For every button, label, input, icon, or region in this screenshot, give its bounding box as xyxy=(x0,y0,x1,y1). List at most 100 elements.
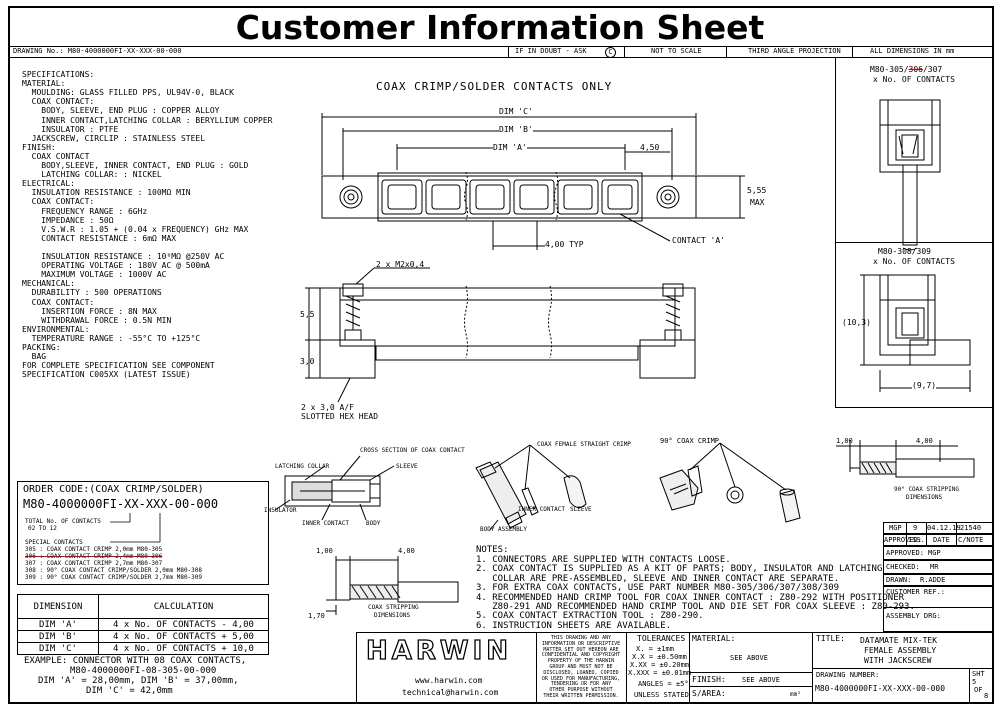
rev-divider xyxy=(926,522,927,546)
rev-header-date: DATE xyxy=(933,536,950,544)
spec-line: COAX CONTACT xyxy=(22,151,90,161)
dim-table-cell: DIM 'B' xyxy=(17,630,99,643)
spec-line: FREQUENCY RANGE : 6GHz xyxy=(22,206,148,216)
inner-contact-label-2: INNER CONTACT xyxy=(518,506,565,513)
body-assembly-label: BODY ASSEMBLY xyxy=(480,526,527,533)
insulator-label: INSULATOR xyxy=(264,507,297,514)
header-divider xyxy=(852,46,853,57)
title-line-3: WITH JACKSCREW xyxy=(864,656,932,665)
order-c307: 307 : COAX CONTACT CRIMP 2,7mm M80-307 xyxy=(25,560,163,567)
detail1-title: M80-305/306/307 xyxy=(870,65,943,74)
title-divider xyxy=(689,672,812,673)
projection: THIRD ANGLE PROJECTION xyxy=(748,47,841,55)
tol-unless: UNLESS STATED xyxy=(634,691,689,699)
detail1-subtitle: x No. OF CONTACTS xyxy=(873,75,955,84)
spec-line: OPERATING VOLTAGE : 180V AC @ 500mA xyxy=(22,261,210,271)
title-divider xyxy=(689,686,812,687)
rev-by: MGP xyxy=(889,524,902,532)
tol-xx: X.X = ±0.50mm xyxy=(632,653,687,661)
example-line-3: DIM 'A' = 28,00mm, DIM 'B' = 37,00mm, xyxy=(38,676,239,686)
spec-line: COAX CONTACT: xyxy=(22,297,95,307)
spec-line: BODY, SLEEVE, END PLUG : COPPER ALLOY xyxy=(22,106,220,116)
rev-header-cnote: C/NOTE xyxy=(958,536,984,544)
area-unit: mm² xyxy=(790,691,801,698)
drawn-value: R.ADDE xyxy=(920,576,946,584)
rev-divider xyxy=(906,522,907,546)
sleeve-label: SLEEVE xyxy=(396,463,418,470)
latching-collar-label: LATCHING COLLAR xyxy=(275,463,330,470)
strip-400: 4,00 xyxy=(398,547,415,555)
example-line-1: EXAMPLE: CONNECTOR WITH 08 COAX CONTACTS… xyxy=(24,656,247,666)
disclaimer-line: THIS DRAWING AND ANY xyxy=(550,635,612,641)
spec-line: ELECTRICAL: xyxy=(22,179,75,189)
dimension-table: DIMENSION CALCULATION DIM 'A'4 x No. OF … xyxy=(17,594,269,655)
drawing-number-header: DRAWING No.: M80-4000000FI-XX-XXX-00-000 xyxy=(13,47,182,55)
rev-approved-row xyxy=(883,546,993,560)
rev-row-header xyxy=(883,534,993,546)
contact-a-label: CONTACT 'A' xyxy=(672,236,725,245)
dim-97: (9,7) xyxy=(912,381,937,390)
dim-table-header-dimension: DIMENSION xyxy=(17,594,99,619)
dim-555-max: MAX xyxy=(750,198,765,207)
order-c309: 309 : 90° COAX CONTACT CRIMP/SOLDER 2,7m… xyxy=(25,574,203,581)
dim-c-label: DIM 'C' xyxy=(499,107,533,116)
note-line: 1. CONNECTORS ARE SUPPLIED WITH CONTACTS… xyxy=(476,555,731,565)
email: technical@harwin.com xyxy=(402,688,499,697)
title-line-2: FEMALE ASSEMBLY xyxy=(864,646,937,655)
title-line-1: DATAMATE MIX-TEK xyxy=(860,636,938,645)
disclaimer-line: THEIR WRITTEN PERMISSION. xyxy=(543,693,619,699)
spec-line: JACKSCREW, CIRCLIP : STAINLESS STEEL xyxy=(22,133,206,143)
note-line: 6. INSTRUCTION SHEETS ARE AVAILABLE. xyxy=(476,620,672,631)
disclaimer-line: CONFIDENTIAL AND COPYRIGHT xyxy=(541,652,621,659)
inner-contact-label: INNER CONTACT xyxy=(302,520,349,527)
example-line-2: M80-4000000FI-08-305-00-000 xyxy=(70,666,217,676)
dim-b-label: DIM 'B' xyxy=(499,125,533,134)
strip90-400: 4,00 xyxy=(916,437,933,445)
tol-xxxx: X.XXX = ±0.01mm xyxy=(628,669,692,677)
drawing-number-label: DRAWING NUMBER: xyxy=(816,671,880,679)
note-line: COLLAR ARE PRE-ASSEMBLED, SLEEVE AND INN… xyxy=(476,573,840,584)
area-label: S/AREA: xyxy=(692,689,726,698)
m2-label: 2 x M2x0,4 xyxy=(376,260,425,269)
checked-label: CHECKED: xyxy=(886,563,920,571)
spec-line: FOR COMPLETE SPECIFICATION SEE COMPONENT xyxy=(22,361,215,371)
copyright-icon: C xyxy=(605,47,616,58)
detail2-title: M80-308/309 xyxy=(878,247,931,256)
header-divider xyxy=(726,46,727,57)
spec-line: INSULATION RESISTANCE : 10⁶MΩ @250V AC xyxy=(22,252,225,261)
struck-part-number: 306 xyxy=(908,65,923,74)
spec-line: MAXIMUM VOLTAGE : 1000V AC xyxy=(22,270,167,280)
spec-line: DURABILITY : 500 OPERATIONS xyxy=(22,288,162,298)
finish-label: FINISH: xyxy=(692,675,726,684)
sleeve-label-2: SLEEVE xyxy=(570,506,592,513)
dim-table-cell: 4 x No. OF CONTACTS + 5,00 xyxy=(98,630,269,643)
coax-female-label: COAX FEMALE STRAIGHT CRIMP xyxy=(537,441,631,448)
spec-line: COAX CONTACT: xyxy=(22,97,95,107)
rev-header-iss: ISS. xyxy=(908,536,925,544)
spec-line: IMPEDANCE : 50Ω xyxy=(22,215,114,225)
spec-line: FINISH: xyxy=(22,142,56,152)
cross-section-label: CROSS SECTION OF COAX CONTACT xyxy=(360,447,465,454)
example-line-4: DIM 'C' = 42,0mm xyxy=(86,686,173,696)
hex-label-2: SLOTTED HEX HEAD xyxy=(301,412,379,421)
note-line: 3. FOR EXTRA COAX CONTACTS, USE PART NUM… xyxy=(476,583,840,594)
spec-line: MECHANICAL: xyxy=(22,279,75,289)
header-divider xyxy=(508,46,509,57)
dim-55: 5,5 xyxy=(300,310,315,319)
dim-a-label: DIM 'A' xyxy=(493,143,527,152)
detail2-subtitle: x No. OF CONTACTS xyxy=(873,257,955,266)
spec-line: INSULATOR : PTFE xyxy=(22,124,119,134)
dim-450: 4,50 xyxy=(640,143,660,152)
spec-line: V.S.W.R : 1.05 + (0.04 x FREQUENCY) GHz … xyxy=(22,224,249,234)
spec-line: MATERIAL: xyxy=(22,79,66,89)
rev-checked-row xyxy=(883,560,993,574)
page-title: Customer Information Sheet xyxy=(235,8,765,47)
spec-line: SPECIFICATION C005XX (LATEST ISSUE) xyxy=(22,370,191,380)
rev-drawn-row xyxy=(883,574,993,586)
coax-crimp-90-label: 90° COAX CRIMP xyxy=(660,437,720,445)
order-c308: 308 : 90° COAX CONTACT CRIMP/SOLDER 2,0m… xyxy=(25,567,203,574)
